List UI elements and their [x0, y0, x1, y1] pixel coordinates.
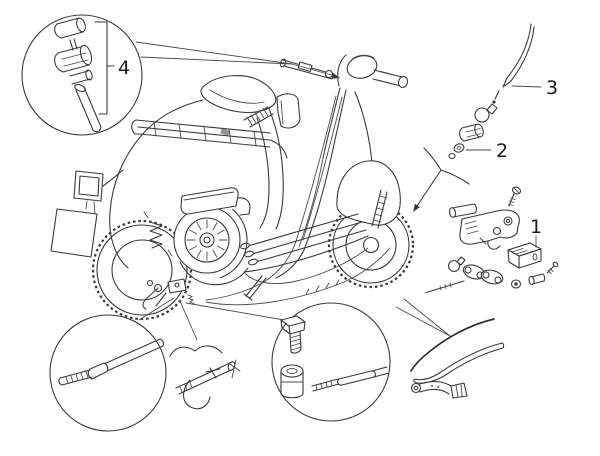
- clip-and-hook-cable: [169, 345, 241, 410]
- selector-box-assembly-part: [424, 186, 559, 294]
- trunnion-barrel: [280, 364, 304, 399]
- cable-casing-and-lever: [410, 318, 505, 399]
- luggage-rack: [131, 119, 288, 159]
- callout-4-bracket: [94, 21, 115, 115]
- cable-end-detail: [311, 366, 390, 392]
- small-hardware: [510, 261, 559, 289]
- control-cables: [205, 95, 391, 306]
- rear-wheel: [91, 219, 193, 321]
- cable-end-fittings-part: [448, 103, 498, 160]
- saddle: [200, 75, 301, 129]
- arrow-to-handlebar: [331, 72, 340, 79]
- callout-3-label: 3: [546, 77, 558, 99]
- rubber-block: [507, 242, 542, 269]
- rear-body-panel: [102, 99, 284, 269]
- number-plate: [50, 200, 98, 258]
- detail-circle-inner-cable: [49, 314, 167, 432]
- handlebar-assembly: [279, 54, 409, 88]
- detail-circle-cable-adjuster: [21, 14, 143, 136]
- callout-4-label: 4: [118, 57, 130, 79]
- linkage-links: [447, 256, 504, 285]
- callout-1: 1: [530, 216, 542, 248]
- arrow-to-front-hub: [413, 203, 420, 212]
- callout-1-label: 1: [530, 216, 542, 238]
- callout-3: 3: [511, 77, 558, 99]
- leg-shield: [275, 87, 374, 279]
- callouts: 4 3 2 1: [94, 21, 558, 248]
- pivot-pin: [448, 203, 477, 218]
- engine-flywheel: [143, 187, 251, 286]
- tail-light: [73, 170, 104, 202]
- callout-4: 4: [94, 21, 130, 115]
- detail-circle-clamp-bolt: [271, 302, 391, 422]
- control-rod-part: [492, 23, 535, 104]
- scooter-illustration: [50, 54, 415, 321]
- selector-box: [459, 209, 520, 250]
- inner-cable-to-links: [424, 280, 465, 294]
- screw: [508, 186, 522, 207]
- leader-lines: [135, 41, 470, 341]
- callout-2-label: 2: [496, 140, 508, 162]
- brake-lever-arm: [410, 381, 468, 399]
- callout-2: 2: [465, 140, 508, 162]
- hex-bolt: [280, 315, 306, 354]
- gear-selector-cluster: [142, 278, 195, 310]
- floorboard: [240, 213, 369, 301]
- callout-3-leader: [511, 85, 542, 88]
- front-fender: [336, 160, 401, 229]
